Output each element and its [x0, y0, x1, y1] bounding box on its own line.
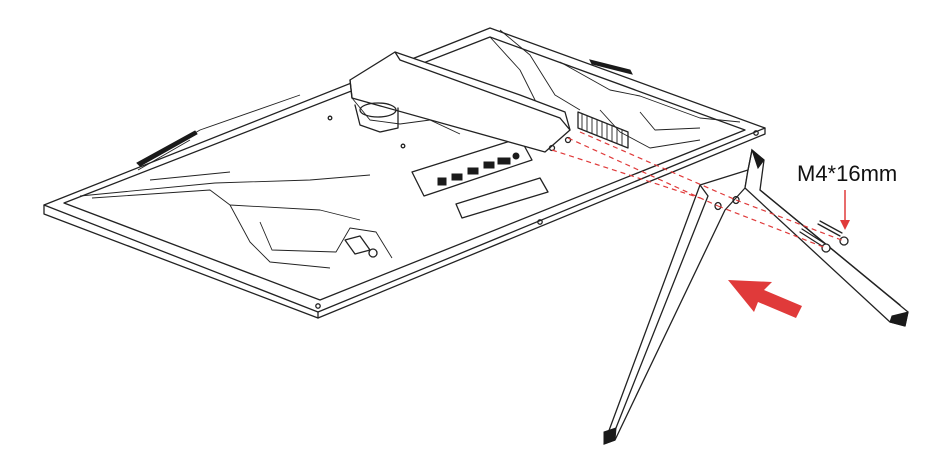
hdmi-port-2-icon [483, 161, 495, 169]
stand-screw-hole-1 [714, 201, 722, 211]
hdmi-port-1-icon [467, 167, 479, 175]
alignment-guides [551, 131, 845, 249]
screw-arrow-icon [840, 190, 850, 230]
power-port-icon [437, 177, 447, 186]
usb-port-icon [451, 173, 463, 181]
screw-2 [817, 220, 849, 246]
audio-jack-icon [512, 152, 520, 160]
screw-size-label: M4*16mm [797, 161, 897, 186]
displayport-icon [497, 157, 511, 165]
insert-arrow-icon [728, 280, 802, 318]
io-port-panel [411, 137, 549, 219]
stand-base-leg [603, 148, 909, 445]
vent-grille [577, 111, 629, 149]
monitor-body [43, 27, 766, 319]
stand-screw-hole-2 [732, 195, 740, 205]
stand-hinge-arm [349, 51, 572, 153]
screws [799, 220, 849, 253]
screw-1 [799, 228, 831, 253]
